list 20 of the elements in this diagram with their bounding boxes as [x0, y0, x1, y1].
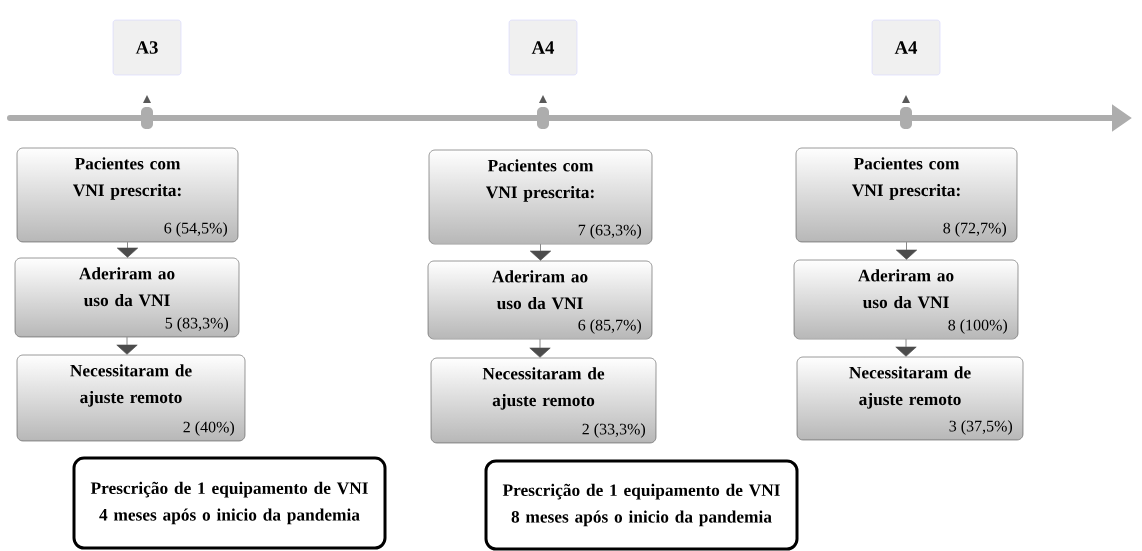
arrow: [529, 338, 551, 358]
process-box: Aderiram ao uso da VNI 6 (85,7%): [427, 260, 653, 340]
arrow: [895, 241, 918, 260]
process-box: Aderiram ao uso da VNI 5 (83,3%): [14, 257, 240, 338]
arrow: [529, 243, 552, 261]
process-box: Pacientes com VNI prescrita: 6 (54,5%): [16, 147, 239, 243]
note-box: Prescrição de 1 equipamento de VNI 8 meses após o inicio da pandemia: [484, 459, 799, 551]
process-box: Pacientes com VNI prescrita: 8 (72,7%): [795, 147, 1018, 243]
arrow: [116, 336, 138, 355]
period-label: A4: [508, 19, 578, 76]
process-box: Necessitaram de ajuste remoto 2 (33,3%): [430, 357, 657, 444]
process-box: Necessitaram de ajuste remoto 2 (40%): [16, 354, 246, 442]
arrow: [895, 338, 917, 357]
note-box: Prescrição de 1 equipamento de VNI 4 meses após o inicio da pandemia: [72, 456, 387, 550]
process-box: Pacientes com VNI prescrita: 7 (63,3%): [428, 149, 653, 245]
process-box: Aderiram ao uso da VNI 8 (100%): [793, 259, 1019, 340]
period-label: A3: [112, 19, 182, 76]
period-label: A4: [871, 19, 941, 76]
process-box: Necessitaram de ajuste remoto 3 (37,5%): [796, 356, 1024, 441]
arrow: [116, 241, 139, 258]
